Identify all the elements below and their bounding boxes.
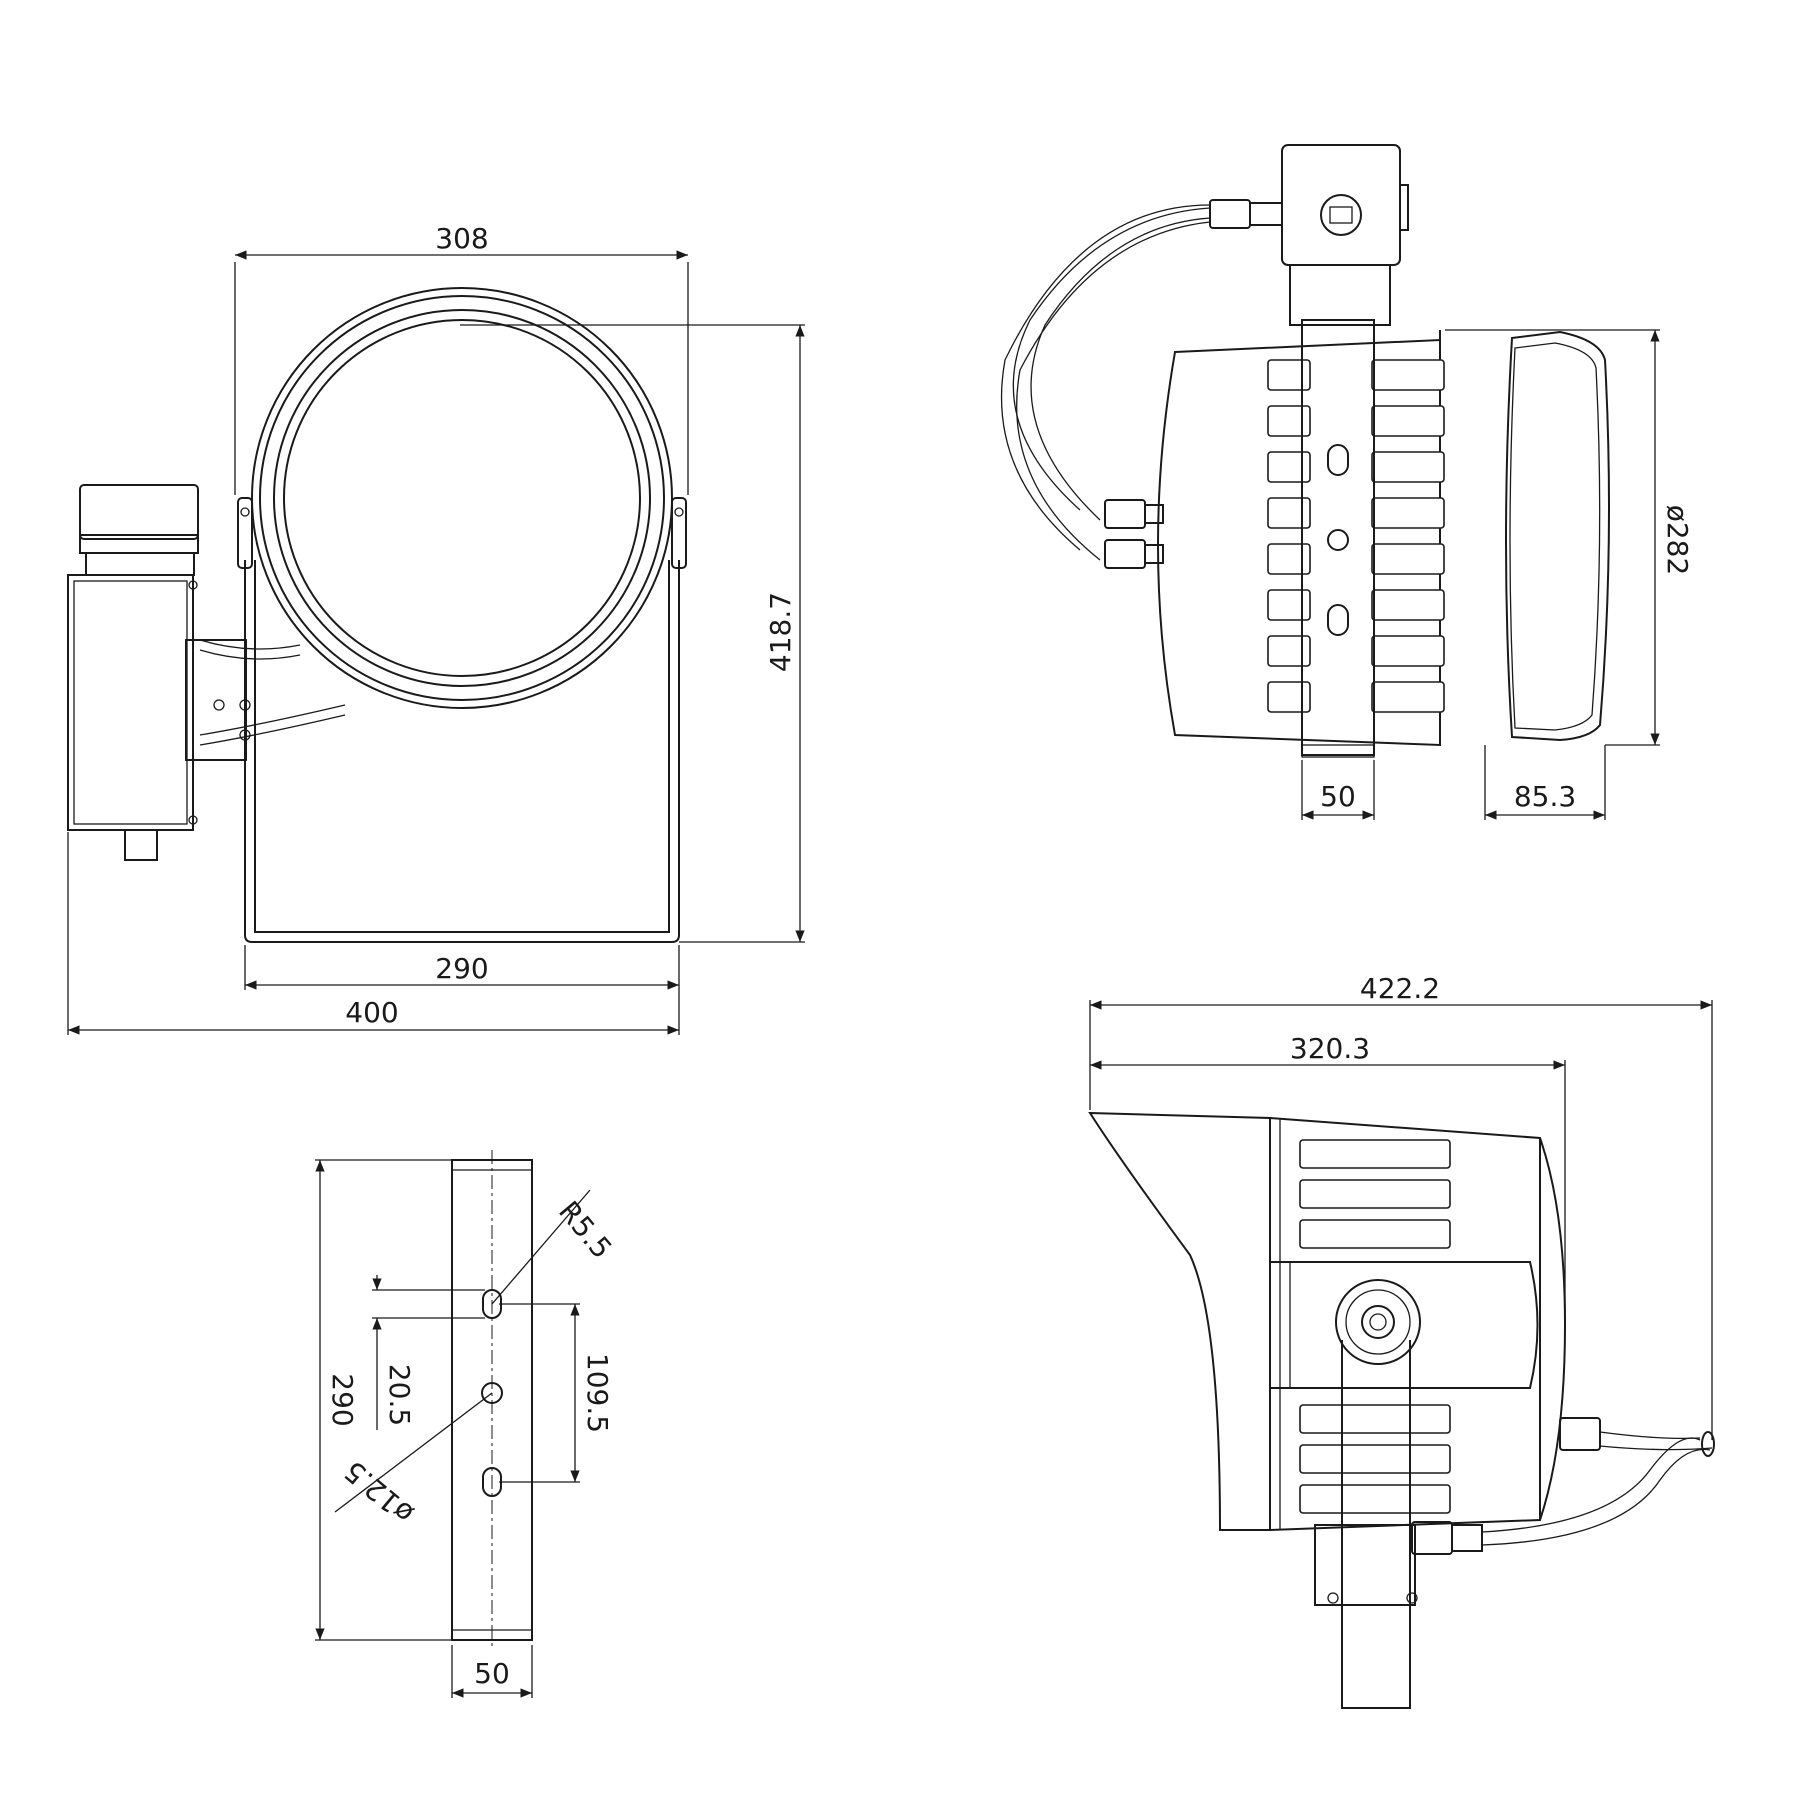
- cooling-fin: [1371, 543, 1445, 575]
- dim-side-bracket-label: 50: [1320, 780, 1356, 813]
- cooling-fin: [1299, 1484, 1451, 1514]
- profile-view: [1088, 1111, 1715, 1709]
- cooling-fin: [1267, 543, 1311, 575]
- cooling-fin: [1299, 1404, 1451, 1434]
- profile-view-dimensions: [1089, 1000, 1713, 1440]
- side-view: [1000, 144, 1610, 758]
- dim-body-length-label: 320.3: [1290, 1032, 1370, 1065]
- bracket-view-dimensions: [315, 1159, 580, 1698]
- dim-width-top-label: 308: [435, 222, 488, 255]
- cooling-fin: [1371, 451, 1445, 483]
- cooling-fin: [1267, 405, 1311, 437]
- dim-bracket-width-label: 290: [435, 952, 488, 985]
- dim-hole-spacing-label: 109.5: [581, 1353, 614, 1433]
- cooling-fin: [1299, 1139, 1451, 1169]
- dim-diameter-label: ø282: [1661, 505, 1694, 576]
- bracket-view: [334, 1150, 591, 1650]
- dim-lens-depth-label: 85.3: [1514, 780, 1576, 813]
- cooling-fin: [1371, 405, 1445, 437]
- cooling-fin: [1371, 681, 1445, 713]
- dim-height-label: 418.7: [764, 592, 797, 672]
- cooling-fin: [1371, 359, 1445, 391]
- cooling-fin: [1267, 451, 1311, 483]
- cooling-fin: [1299, 1444, 1451, 1474]
- front-view-dimensions: [67, 250, 805, 1035]
- front-view: [67, 287, 687, 943]
- cooling-fin: [1267, 359, 1311, 391]
- cooling-fin: [1267, 589, 1311, 621]
- dim-slot-spacing-label: 20.5: [383, 1364, 416, 1426]
- cooling-fin: [1371, 635, 1445, 667]
- cooling-fin: [1267, 497, 1311, 529]
- cooling-fin: [1267, 635, 1311, 667]
- dim-bracket-width-label: 50: [474, 1657, 510, 1690]
- dim-hole-diameter-label: ø12.5: [338, 1454, 420, 1530]
- cooling-fin: [1371, 497, 1445, 529]
- dim-overall-width-label: 400: [345, 996, 398, 1029]
- dim-slot-radius-label: R5.5: [552, 1195, 618, 1265]
- cooling-fin: [1299, 1219, 1451, 1249]
- side-view-dimensions: [1301, 329, 1660, 820]
- cooling-fin: [1299, 1179, 1451, 1209]
- cooling-fin: [1371, 589, 1445, 621]
- dim-bracket-length-label: 290: [326, 1373, 359, 1426]
- cooling-fin: [1267, 681, 1311, 713]
- dim-overall-length-label: 422.2: [1360, 972, 1440, 1005]
